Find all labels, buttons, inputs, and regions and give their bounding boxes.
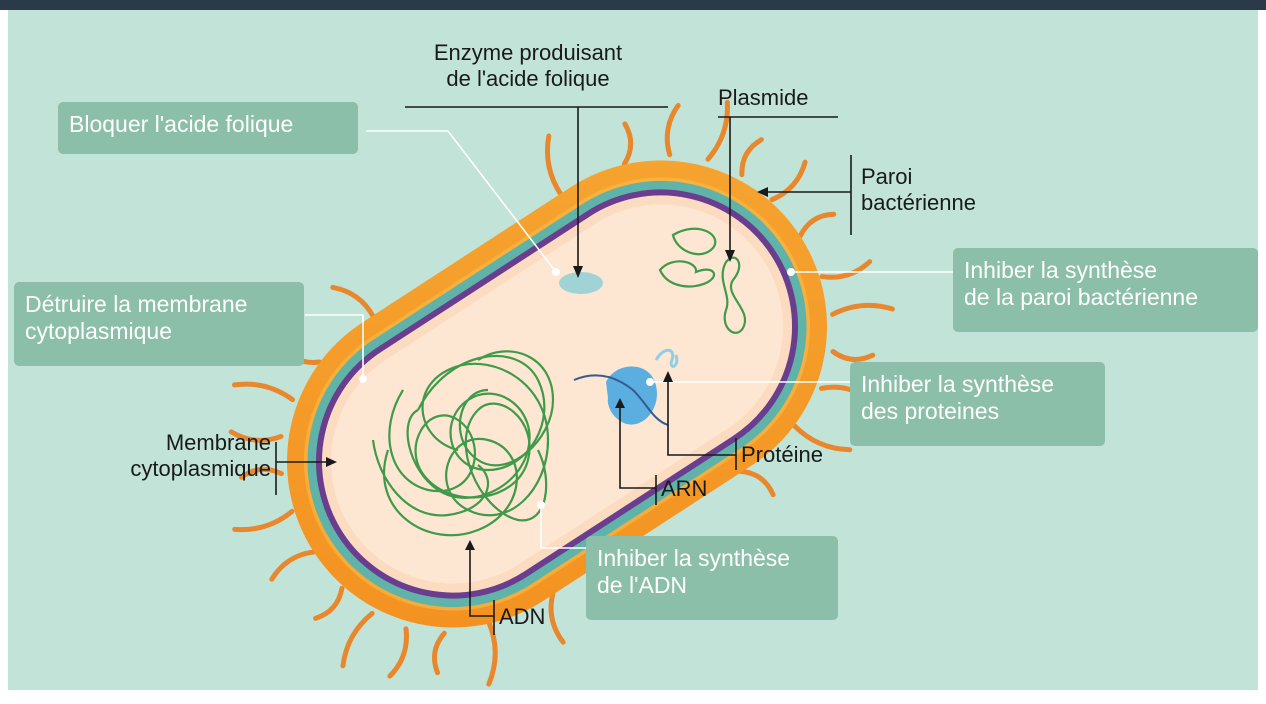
callout-destroy-membrane: Détruire la membrane cytoplasmique bbox=[14, 282, 304, 366]
flagellum bbox=[551, 593, 563, 642]
flagellum bbox=[235, 511, 292, 529]
callout-inhibit-protein-synthesis: Inhiber la synthèse des proteines bbox=[850, 362, 1105, 446]
callout-inhibit-wall-synthesis: Inhiber la synthèse de la paroi bactérie… bbox=[953, 248, 1258, 332]
top-frame-bar bbox=[0, 0, 1266, 10]
flagellum bbox=[742, 140, 761, 175]
callout-inhibit-dna-synthesis: Inhiber la synthèse de l'ADN bbox=[586, 536, 838, 620]
flagellum bbox=[435, 633, 445, 672]
flagellum bbox=[624, 124, 630, 164]
flagellum bbox=[547, 136, 561, 195]
flagellum bbox=[333, 287, 374, 316]
flagellum bbox=[234, 384, 292, 400]
label-rna: ARN bbox=[661, 476, 707, 502]
label-protein: Protéine bbox=[741, 442, 823, 468]
flagellum bbox=[800, 214, 834, 236]
flagellum bbox=[390, 629, 407, 676]
flagellum bbox=[833, 352, 873, 360]
enzyme-blob-icon bbox=[559, 272, 603, 294]
flagellum bbox=[833, 305, 893, 314]
flagellum bbox=[667, 105, 678, 154]
label-cell-wall: Paroi bactérienne bbox=[861, 164, 976, 216]
flagellum bbox=[316, 588, 342, 618]
label-cytoplasmic-membrane: Membrane cytoplasmique bbox=[118, 430, 271, 482]
flagellum bbox=[741, 471, 773, 494]
flagellum bbox=[343, 613, 372, 665]
callout-block-folic-acid: Bloquer l'acide folique bbox=[58, 102, 358, 154]
label-plasmid: Plasmide bbox=[718, 85, 808, 111]
flagellum bbox=[772, 162, 805, 200]
label-dna: ADN bbox=[499, 604, 545, 630]
label-enzyme: Enzyme produisant de l'acide folique bbox=[408, 40, 648, 92]
diagram-canvas: Bloquer l'acide folique Détruire la memb… bbox=[8, 10, 1258, 690]
flagellum bbox=[822, 262, 870, 278]
flagellum bbox=[272, 552, 314, 579]
